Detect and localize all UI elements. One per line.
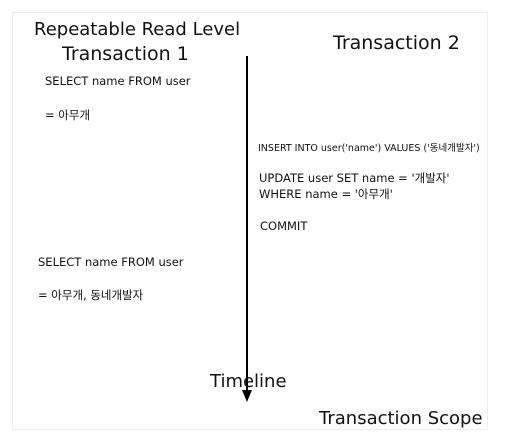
t2-commit-statement: COMMIT <box>260 219 308 233</box>
t1-select-result-2: = 아무개, 동네개발자 <box>38 288 144 302</box>
transaction-1-title: Transaction 1 <box>62 43 189 65</box>
t1-select-result-1: = 아무개 <box>45 108 91 122</box>
t2-insert-statement: INSERT INTO user('name') VALUES ('동네개발자'… <box>258 143 480 154</box>
transaction-2-title: Transaction 2 <box>333 32 460 54</box>
t2-update-statement-line-2: WHERE name = '아무개' <box>259 187 393 201</box>
t1-select-statement-2: SELECT name FROM user <box>38 255 184 269</box>
isolation-level-title: Repeatable Read Level <box>34 19 241 40</box>
transaction-scope-frame <box>12 12 488 430</box>
timeline-label: Timeline <box>210 371 287 392</box>
timeline-arrow-line <box>246 56 248 392</box>
transaction-scope-label: Transaction Scope <box>319 408 483 429</box>
t1-select-statement-1: SELECT name FROM user <box>45 74 191 88</box>
t2-update-statement-line-1: UPDATE user SET name = '개발자' <box>259 171 450 185</box>
timeline-arrow-head <box>242 390 252 402</box>
